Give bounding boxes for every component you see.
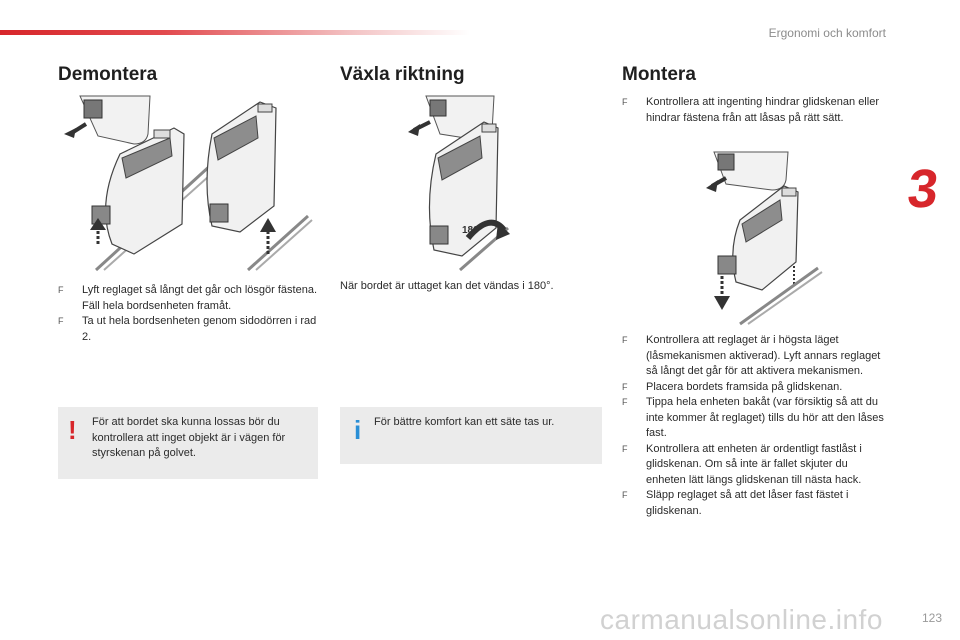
list-item: F Kontrollera att ingenting hindrar glids… bbox=[622, 95, 884, 126]
montera-bullet-list-top: F Kontrollera att ingenting hindrar glids… bbox=[622, 95, 884, 126]
bullet-text: Kontrollera att ingenting hindrar glidsk… bbox=[646, 96, 879, 124]
bullet-marker: F bbox=[622, 397, 628, 407]
list-item: F Kontrollera att reglaget är i högsta lä… bbox=[622, 333, 888, 380]
header-accent-stripe bbox=[0, 30, 470, 35]
bullet-text: Placera bordets framsida på glidskenan. bbox=[646, 380, 843, 393]
info-text: För bättre komfort kan ett säte tas ur. bbox=[374, 416, 555, 428]
warning-icon: ! bbox=[68, 415, 77, 445]
illustration-demontera bbox=[62, 94, 318, 272]
list-item: F Tippa hela enheten bakåt (var försiktig… bbox=[622, 395, 888, 442]
bullet-text: Kontrollera att reglaget är i högsta läg… bbox=[646, 334, 881, 377]
chapter-number: 3 bbox=[904, 159, 942, 219]
bullet-marker: F bbox=[58, 285, 64, 295]
bullet-marker: F bbox=[58, 316, 64, 326]
bullet-marker: F bbox=[622, 335, 628, 345]
section-title-montera: Montera bbox=[622, 64, 696, 85]
bullet-marker: F bbox=[622, 443, 628, 454]
bullet-marker: F bbox=[622, 97, 628, 107]
demontera-bullet-list: F Lyft reglaget så långt det går och lösg… bbox=[58, 283, 320, 345]
rotation-label: 180° bbox=[462, 225, 483, 236]
illustration-vaxla-riktning: 180° bbox=[400, 94, 512, 272]
list-item: F Placera bordets framsida på glidskenan. bbox=[622, 380, 888, 396]
section-title-demontera: Demontera bbox=[58, 64, 158, 85]
info-box: i För bättre komfort kan ett säte tas ur… bbox=[340, 407, 602, 464]
vaxla-riktning-text: När bordet är uttaget kan det vändas i 1… bbox=[340, 280, 554, 292]
list-item: F Ta ut hela bordsenheten genom sidodörre… bbox=[58, 314, 320, 345]
bullet-text: Ta ut hela bordsenheten genom sidodörren… bbox=[82, 315, 317, 343]
bullet-text: Tippa hela enheten bakåt (var försiktig … bbox=[646, 396, 884, 439]
warning-text: För att bordet ska kunna lossas bör du k… bbox=[92, 416, 286, 459]
bullet-text: Släpp reglaget så att det låser fast fäs… bbox=[646, 489, 849, 517]
bullet-marker: F bbox=[622, 490, 628, 500]
header-section-title: Ergonomi och komfort bbox=[768, 26, 886, 40]
section-title-vaxla-riktning: Växla riktning bbox=[340, 64, 465, 85]
page-number: 123 bbox=[921, 611, 942, 625]
warning-box: ! För att bordet ska kunna lossas bör du… bbox=[58, 407, 318, 479]
bullet-text: Lyft reglaget så långt det går och lösgö… bbox=[82, 284, 318, 312]
list-item: F Släpp reglaget så att det låser fast fä… bbox=[622, 488, 888, 519]
info-icon: i bbox=[354, 415, 362, 445]
bullet-marker: F bbox=[622, 381, 628, 392]
montera-bullet-list-bottom: F Kontrollera att reglaget är i högsta lä… bbox=[622, 333, 888, 519]
illustration-montera bbox=[700, 150, 824, 326]
watermark: carmanualsonline.info bbox=[600, 604, 883, 635]
list-item: F Kontrollera att enheten är ordentligt f… bbox=[622, 442, 888, 489]
bullet-text: Kontrollera att enheten är ordentligt fa… bbox=[646, 442, 862, 486]
list-item: F Lyft reglaget så långt det går och lösg… bbox=[58, 283, 320, 314]
